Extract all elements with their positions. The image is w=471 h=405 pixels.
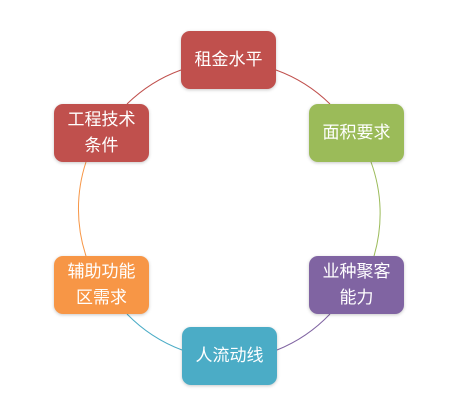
node-label: 面积要求: [322, 123, 391, 143]
node-business-attraction: 业种聚客 能力: [309, 256, 404, 314]
connector-arc: [77, 161, 87, 257]
connector-arc: [126, 313, 183, 351]
node-label-line-2: 条件: [84, 136, 119, 156]
node-label: 租金水平: [194, 50, 263, 70]
node-engineering-conditions: 工程技术 条件: [54, 104, 149, 162]
node-foot-traffic-flow: 人流动线: [182, 327, 277, 385]
node-label-line-2: 区需求: [76, 288, 127, 308]
node-area-requirement: 面积要求: [309, 104, 404, 162]
node-label-line-1: 业种聚客: [322, 262, 391, 282]
connector-arc: [126, 69, 182, 105]
connector-arc: [275, 69, 331, 105]
node-label-line-1: 辅助功能: [67, 262, 136, 282]
node-label: 人流动线: [195, 346, 264, 366]
node-auxiliary-area: 辅助功能 区需求: [54, 256, 149, 314]
connector-arc: [276, 313, 331, 351]
node-label-line-1: 工程技术: [67, 110, 136, 130]
connector-arc: [370, 161, 381, 257]
node-label-line-2: 能力: [339, 288, 374, 308]
node-rent-level: 租金水平: [181, 31, 276, 89]
